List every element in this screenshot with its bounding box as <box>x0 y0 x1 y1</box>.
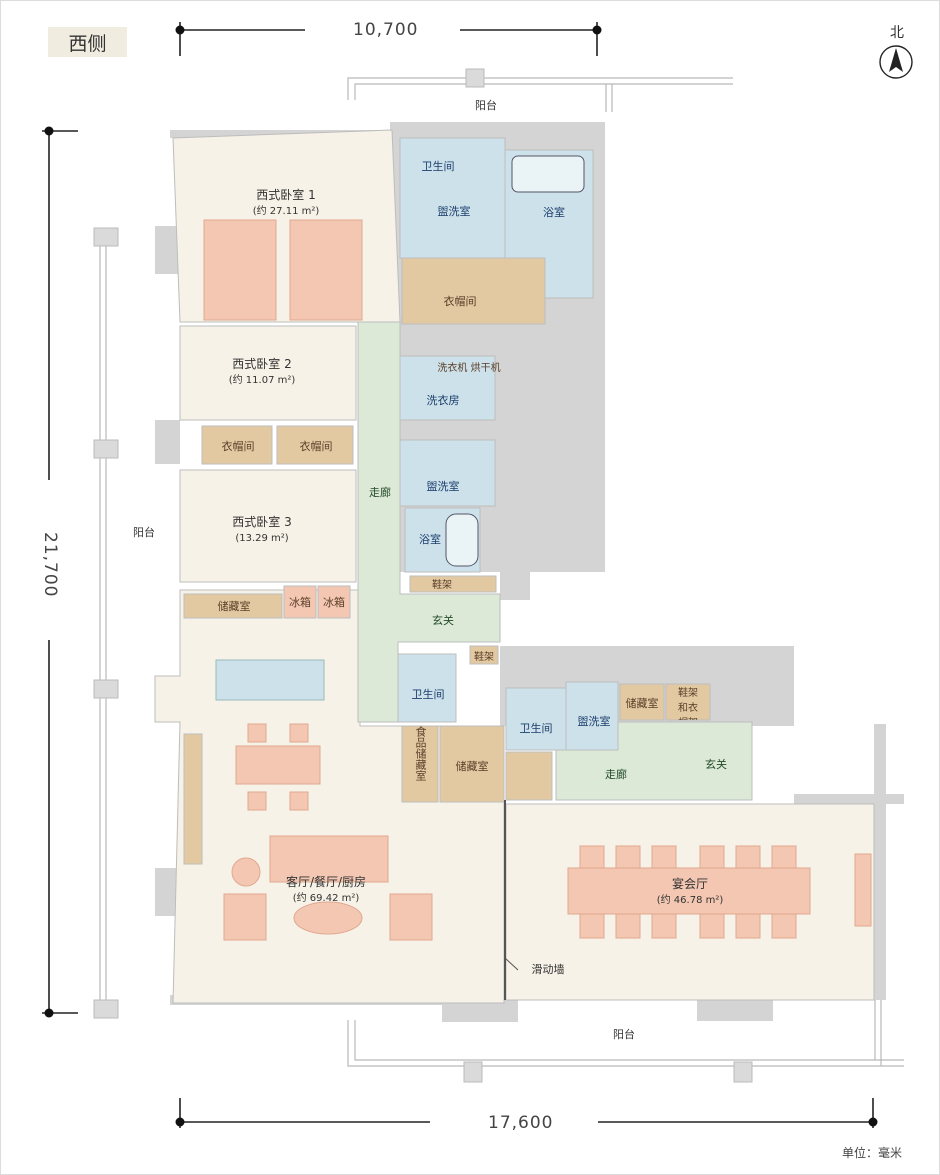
bedroom1-name: 西式卧室 1 <box>256 187 315 202</box>
compass-label: 北 <box>890 25 904 41</box>
bath2-label: 浴室 <box>419 532 441 546</box>
living-name: 客厅/餐厅/厨房 <box>286 874 366 889</box>
shoe-rack-label: 鞋架 <box>432 578 452 591</box>
washroom3-label: 盥洗室 <box>578 714 611 728</box>
bedroom2-name: 西式卧室 2 <box>232 356 291 371</box>
washroom1-label: 盥洗室 <box>438 204 471 218</box>
living-area: (约 69.42 m²) <box>293 891 360 904</box>
fridge2-label: 冰箱 <box>323 595 345 609</box>
bedroom2-area: (约 11.07 m²) <box>229 373 296 386</box>
bedroom3-name: 西式卧室 3 <box>232 514 291 529</box>
balcony-west-label: 阳台 <box>133 525 155 539</box>
corridor-label: 走廊 <box>369 485 391 499</box>
banquet-name: 宴会厅 <box>672 876 708 891</box>
toilet3-label: 卫生间 <box>520 721 553 735</box>
bath1-label: 浴室 <box>543 205 565 219</box>
balcony-south-label: 阳台 <box>613 1027 635 1041</box>
top-dimension-label: 10,700 <box>353 20 419 40</box>
shoe-rack2-label: 鞋架 <box>474 650 494 663</box>
laundry-room-label: 洗衣房 <box>427 393 460 407</box>
closet-b-label: 衣帽间 <box>300 439 333 453</box>
banquet-area: (约 46.78 m²) <box>657 893 724 906</box>
compass-arrow-icon <box>879 45 913 79</box>
corridor2-label: 走廊 <box>605 767 627 781</box>
storage2-label: 储藏室 <box>456 759 489 773</box>
bedroom3-area: (13.29 m²) <box>235 533 288 544</box>
entrance-label: 玄关 <box>432 613 454 627</box>
sliding-wall-label: 滑动墙 <box>532 962 565 976</box>
shoe-coat-label: 鞋架和衣帽架 <box>678 688 698 720</box>
closet-main-label: 衣帽间 <box>444 294 477 308</box>
toilet1-label: 卫生间 <box>422 159 455 173</box>
storage1-label: 储藏室 <box>218 599 251 613</box>
washroom2-label: 盥洗室 <box>427 479 460 493</box>
unit-label: 单位：毫米 <box>841 1146 902 1160</box>
balcony-north-label: 阳台 <box>475 98 497 112</box>
food-storage-label: 食品储藏室 <box>414 726 427 781</box>
fridge1-label: 冰箱 <box>289 595 311 609</box>
entrance2-label: 玄关 <box>705 757 727 771</box>
closet-a-label: 衣帽间 <box>222 439 255 453</box>
toilet2-label: 卫生间 <box>412 687 445 701</box>
north-compass: 北 <box>877 22 917 79</box>
bedroom1-area: (约 27.11 m²) <box>253 204 320 217</box>
laundry-machine-label: 洗衣机 烘干机 <box>437 361 500 374</box>
side-tag: 西侧 <box>48 27 127 57</box>
bottom-dimension-label: 17,600 <box>488 1113 554 1133</box>
storage3-label: 储藏室 <box>626 696 659 710</box>
